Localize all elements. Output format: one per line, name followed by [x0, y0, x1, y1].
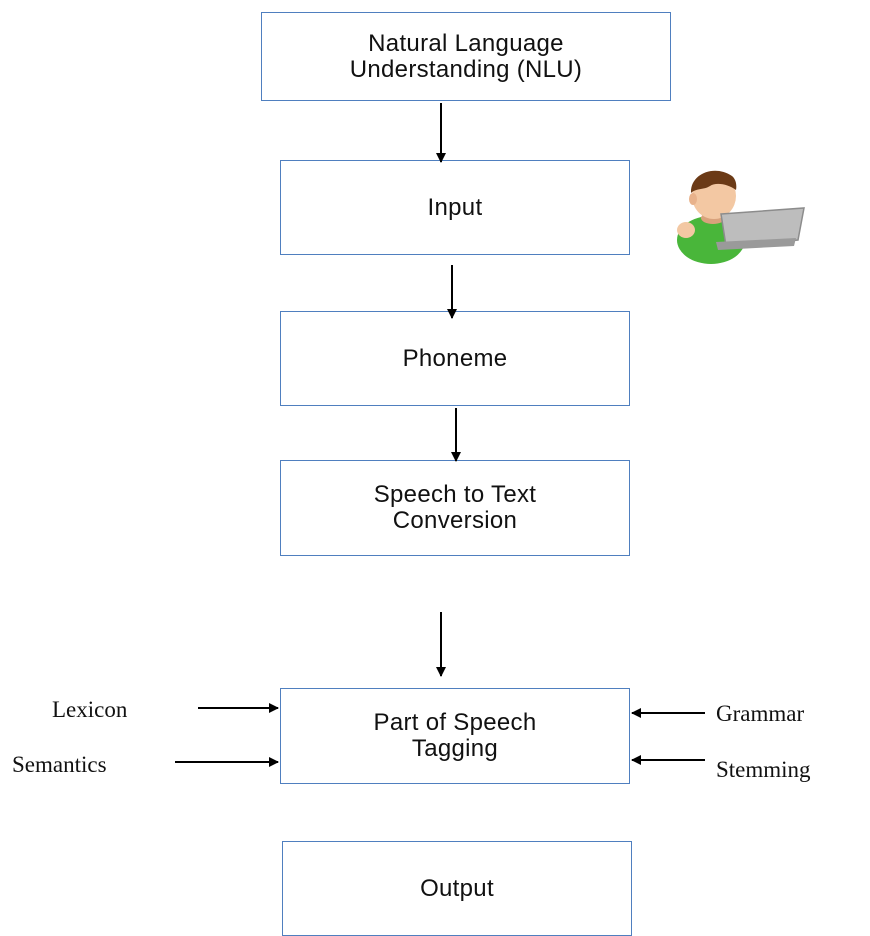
node-phoneme: Phoneme: [280, 311, 630, 406]
side-input-stemming: Stemming: [716, 757, 811, 782]
node-pos-line1: Part of Speech: [373, 709, 537, 736]
node-stt-line1: Speech to Text: [373, 481, 537, 508]
side-input-grammar: Grammar: [716, 701, 805, 726]
node-speech-to-text: Speech to Text Conversion: [280, 460, 630, 556]
node-output-label: Output: [420, 874, 494, 902]
node-nlu-line1: Natural Language: [368, 29, 564, 57]
node-input: Input: [280, 160, 630, 255]
node-pos-line2: Tagging: [411, 735, 499, 762]
node-stt-line2: Conversion: [392, 507, 518, 534]
side-input-lexicon: Lexicon: [52, 697, 128, 722]
node-input-label: Input: [427, 193, 483, 221]
side-input-semantics: Semantics: [12, 752, 107, 777]
node-pos-tagging: Part of Speech Tagging: [280, 688, 630, 784]
user-laptop-icon: [677, 170, 805, 264]
node-nlu-line2: Understanding (NLU): [349, 55, 583, 83]
node-nlu: Natural Language Understanding (NLU): [261, 12, 671, 101]
node-output: Output: [282, 841, 632, 936]
node-phoneme-label: Phoneme: [402, 344, 508, 372]
